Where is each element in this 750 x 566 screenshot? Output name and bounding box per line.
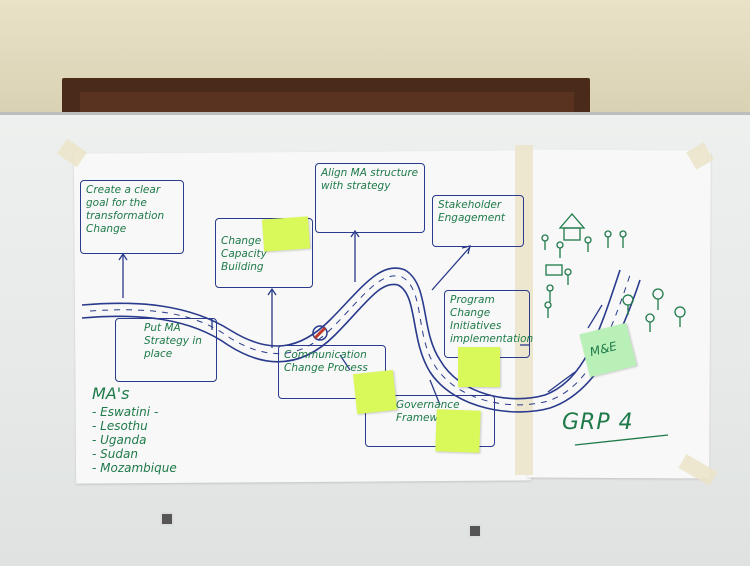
ma-list-item: - Mozambique (92, 461, 177, 475)
box-clear-goal: Create a clear goal for the transformati… (80, 180, 184, 254)
tape (515, 145, 533, 475)
group-label: GRP 4 (562, 410, 634, 435)
ma-list-item: - Uganda (92, 433, 147, 447)
box-program-change: Program Change Initiatives implementatio… (444, 290, 533, 358)
sticky-note (261, 216, 311, 252)
ma-list-title: MA's (92, 384, 130, 403)
sticky-note (435, 409, 481, 453)
ma-list-item: - Eswatini - (92, 405, 159, 419)
box-capacity-building: Change Capacity Building (215, 218, 313, 288)
ma-list-item: - Lesothu (92, 419, 148, 433)
magnet (160, 512, 174, 526)
box-align-structure: Align MA structure with strategy (315, 163, 425, 233)
box-stakeholder-engagement: Stakeholder Engagement (432, 195, 524, 247)
ma-list-item: - Sudan (92, 447, 138, 461)
box-ma-strategy: Put MA Strategy in place (115, 318, 217, 382)
sticky-note (353, 370, 397, 414)
magnet (468, 524, 482, 538)
me-label: M&E (588, 339, 619, 360)
sticky-note (458, 347, 500, 387)
ma-list: MA's - Eswatini - - Lesothu - Uganda - S… (92, 384, 177, 475)
